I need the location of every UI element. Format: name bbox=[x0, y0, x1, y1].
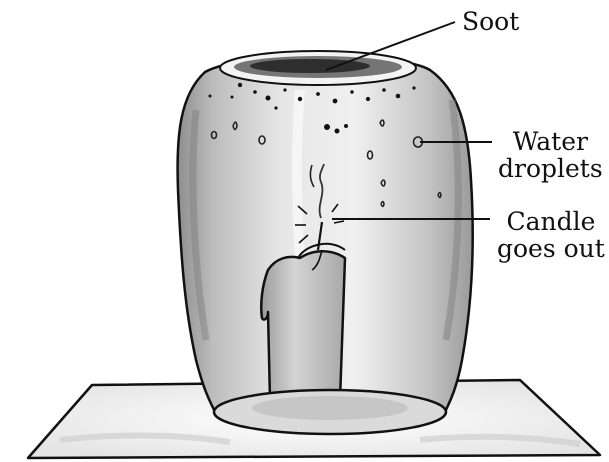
water-droplets-label-line2: droplets bbox=[498, 155, 603, 182]
soot-label-text: Soot bbox=[462, 7, 519, 36]
soot-label: Soot bbox=[462, 8, 519, 35]
candle-goes-out-label-line2: goes out bbox=[497, 235, 605, 262]
candle-goes-out-label: Candle goes out bbox=[497, 208, 605, 262]
candle-goes-out-label-line1: Candle bbox=[497, 208, 605, 235]
water-droplets-label-line1: Water bbox=[498, 128, 603, 155]
jar-mouth bbox=[214, 390, 446, 434]
water-droplets-label: Water droplets bbox=[498, 128, 603, 182]
